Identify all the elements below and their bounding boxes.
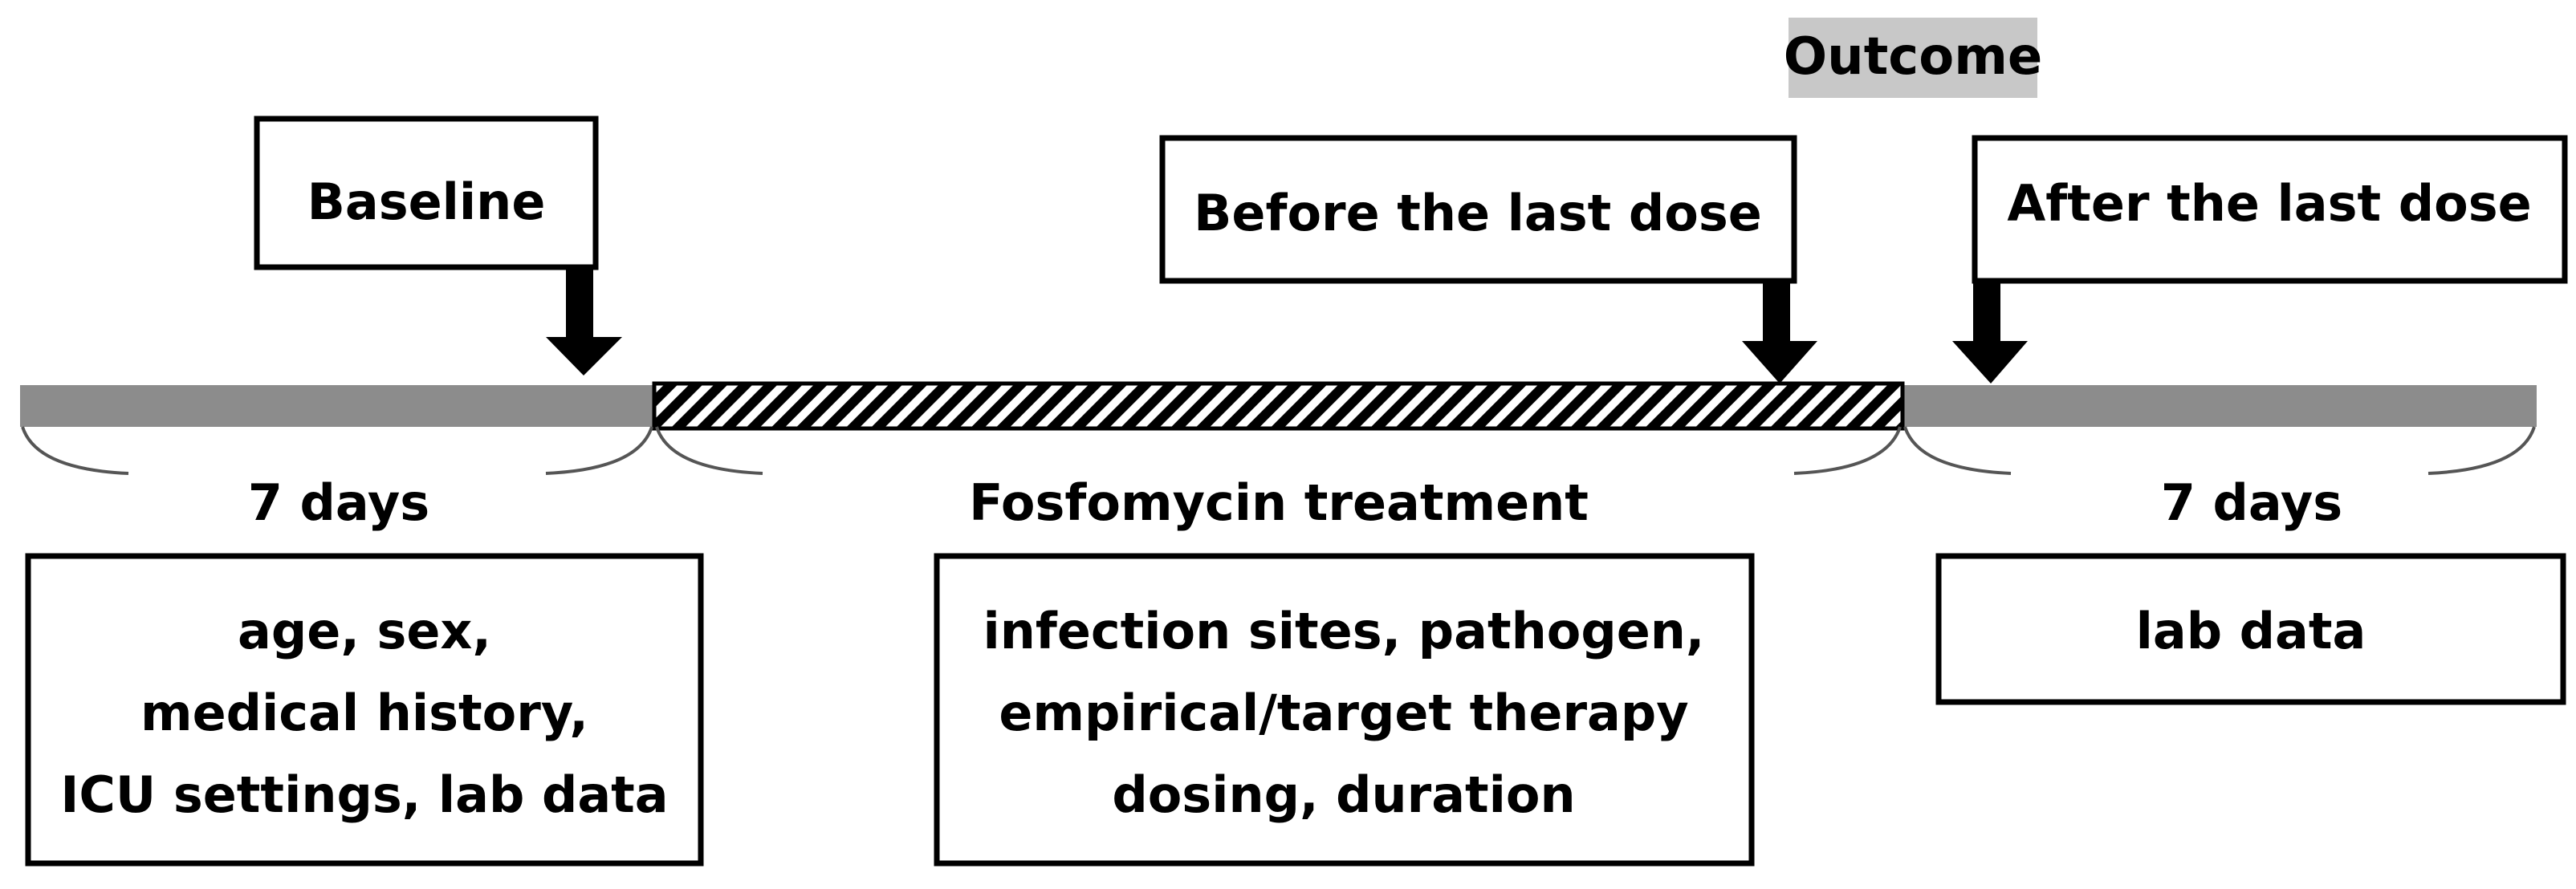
pre-data-box <box>25 553 704 867</box>
timeline-pre-segment <box>20 385 654 427</box>
brace-treatment-period <box>655 426 1902 475</box>
treatment-period-label: Fosfomycin treatment <box>969 473 1589 532</box>
pre-data-line-2: medical history, <box>140 684 588 742</box>
before-last-dose-label: Before the last dose <box>1194 184 1762 242</box>
treatment-data-line-1: infection sites, pathogen, <box>983 602 1705 660</box>
outcome-label: Outcome <box>1784 27 2043 87</box>
pre-period-label: 7 days <box>248 473 429 532</box>
post-data-line-1: lab data <box>2136 602 2366 660</box>
brace-post-period <box>1903 426 2536 475</box>
timeline-treatment-segment <box>652 381 1905 431</box>
pre-data-line-3: ICU settings, lab data <box>60 765 668 824</box>
timeline-post-segment <box>1902 385 2537 427</box>
baseline-arrow <box>546 269 622 375</box>
brace-pre-period <box>21 426 653 475</box>
outcome-highlight <box>1789 18 2037 98</box>
treatment-data-line-3: dosing, duration <box>1112 765 1575 824</box>
post-data-box <box>1935 553 2566 705</box>
after-last-dose-label: After the last dose <box>2007 174 2531 233</box>
baseline-label: Baseline <box>307 173 546 231</box>
post-period-label: 7 days <box>2161 473 2342 532</box>
after-last-dose-arrow <box>1952 281 2028 384</box>
treatment-data-box <box>934 553 1755 867</box>
treatment-data-line-2: empirical/target therapy <box>999 684 1688 742</box>
pre-data-line-1: age, sex, <box>238 602 491 660</box>
after-last-dose-box <box>1972 135 2568 284</box>
before-last-dose-arrow <box>1742 281 1817 384</box>
baseline-box <box>254 116 599 270</box>
before-last-dose-box <box>1159 135 1797 284</box>
